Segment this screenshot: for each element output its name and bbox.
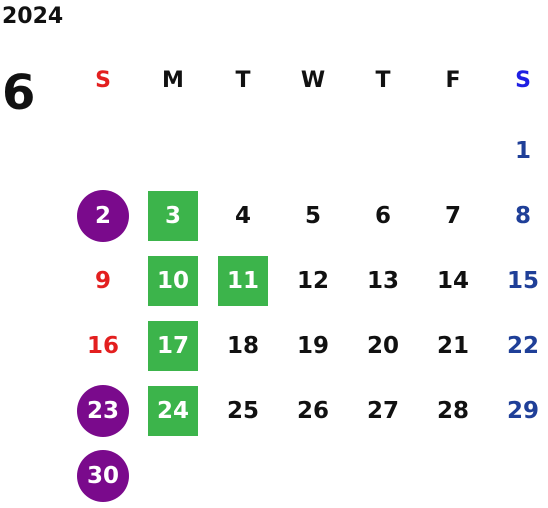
day-number: 16	[86, 332, 119, 359]
empty-day-cell	[348, 118, 418, 183]
day-cell-highlighted[interactable]: 3	[138, 183, 208, 248]
day-number: 9	[94, 267, 111, 294]
empty-day-cell	[278, 118, 348, 183]
weekday-wed: W	[300, 68, 326, 93]
weekday-mon: M	[162, 68, 184, 93]
day-cell[interactable]: 16	[68, 313, 138, 378]
day-cell[interactable]: 18	[208, 313, 278, 378]
day-number: 25	[226, 397, 259, 424]
day-cell[interactable]: 1	[488, 118, 548, 183]
day-number: 2	[94, 202, 111, 229]
day-number: 20	[366, 332, 399, 359]
day-cell-holiday[interactable]: 2	[68, 183, 138, 248]
day-cell[interactable]: 29	[488, 378, 548, 443]
day-cell[interactable]: 12	[278, 248, 348, 313]
day-number: 1	[514, 137, 531, 164]
day-cell[interactable]: 20	[348, 313, 418, 378]
day-number: 6	[374, 202, 391, 229]
day-number: 11	[226, 267, 259, 294]
day-cell[interactable]: 9	[68, 248, 138, 313]
day-cell[interactable]: 15	[488, 248, 548, 313]
day-cell[interactable]: 5	[278, 183, 348, 248]
day-cell[interactable]: 7	[418, 183, 488, 248]
day-cell[interactable]: 13	[348, 248, 418, 313]
day-cell[interactable]: 6	[348, 183, 418, 248]
day-cell[interactable]: 14	[418, 248, 488, 313]
weekday-sat: S	[515, 68, 531, 93]
day-number: 27	[366, 397, 399, 424]
day-cell-holiday[interactable]: 30	[68, 443, 138, 508]
day-cell[interactable]: 21	[418, 313, 488, 378]
day-number: 26	[296, 397, 329, 424]
day-cell[interactable]: 25	[208, 378, 278, 443]
day-number: 24	[156, 397, 189, 424]
day-number: 18	[226, 332, 259, 359]
day-cell[interactable]: 19	[278, 313, 348, 378]
day-number: 14	[436, 267, 469, 294]
day-number: 21	[436, 332, 469, 359]
weekday-sun: S	[95, 68, 111, 93]
empty-day-cell	[138, 118, 208, 183]
day-number: 22	[506, 332, 539, 359]
day-number: 7	[444, 202, 461, 229]
day-cell-highlighted[interactable]: 24	[138, 378, 208, 443]
day-cell[interactable]: 28	[418, 378, 488, 443]
day-number: 28	[436, 397, 469, 424]
year-label: 2024	[2, 4, 64, 29]
day-cell-highlighted[interactable]: 10	[138, 248, 208, 313]
day-number: 4	[234, 202, 251, 229]
day-number: 12	[296, 267, 329, 294]
weekday-fri: F	[445, 68, 461, 93]
day-number: 3	[164, 202, 181, 229]
day-cell-highlighted[interactable]: 11	[208, 248, 278, 313]
day-cell-holiday[interactable]: 23	[68, 378, 138, 443]
day-cell[interactable]: 22	[488, 313, 548, 378]
day-number: 5	[304, 202, 321, 229]
day-number: 15	[506, 267, 539, 294]
weekday-thu: T	[375, 68, 391, 93]
day-number: 17	[156, 332, 189, 359]
day-number: 10	[156, 267, 189, 294]
empty-day-cell	[68, 118, 138, 183]
day-cell[interactable]: 26	[278, 378, 348, 443]
month-label: 6	[2, 65, 36, 121]
day-cell[interactable]: 27	[348, 378, 418, 443]
empty-day-cell	[418, 118, 488, 183]
day-number: 19	[296, 332, 329, 359]
day-number: 23	[86, 397, 119, 424]
day-number: 8	[514, 202, 531, 229]
day-number: 13	[366, 267, 399, 294]
weekday-header-row: S M T W T F S	[68, 66, 548, 96]
day-number: 30	[86, 462, 119, 489]
empty-day-cell	[208, 118, 278, 183]
day-cell[interactable]: 8	[488, 183, 548, 248]
day-cell-highlighted[interactable]: 17	[138, 313, 208, 378]
day-cell[interactable]: 4	[208, 183, 278, 248]
weekday-tue: T	[235, 68, 251, 93]
day-number: 29	[506, 397, 539, 424]
